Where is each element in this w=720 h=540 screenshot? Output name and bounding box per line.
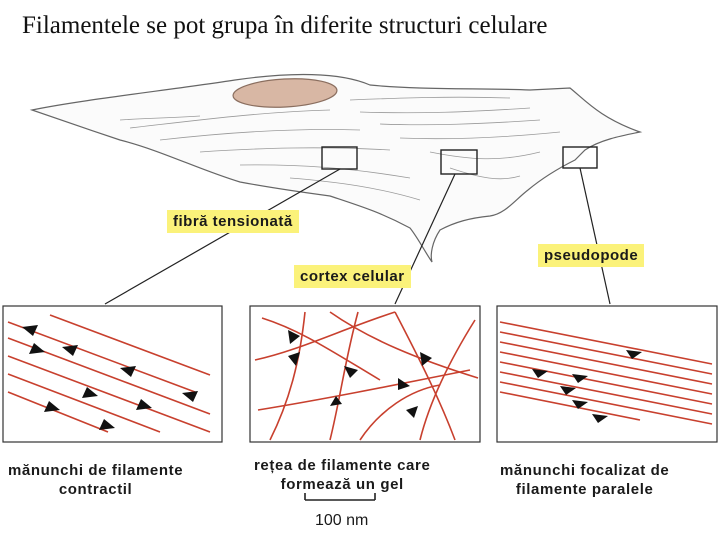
scale-bar — [304, 493, 376, 501]
parallel-filaments — [499, 321, 713, 425]
caption-contractile-line2: contractil — [58, 481, 133, 498]
caption-contractile-line1: mănunchi de filamente — [8, 462, 184, 479]
label-pseudopod: pseudopode — [538, 244, 645, 267]
slide-title: Filamentele se pot grupa în diferite str… — [22, 12, 548, 39]
caption-contractile: mănunchi de filamente contractil — [8, 461, 183, 499]
caption-parallel-line1: mănunchi focalizat de — [500, 462, 670, 479]
caption-parallel: mănunchi focalizat de filamente paralele — [500, 461, 669, 499]
caption-gel-line2: formează un gel — [280, 476, 404, 493]
label-stress-fiber: fibră tensionată — [167, 210, 299, 233]
contractile-arrows — [22, 325, 198, 430]
caption-gel: rețea de filamente care formează un gel — [254, 456, 430, 494]
caption-parallel-line2: filamente paralele — [515, 481, 654, 498]
panel-contractile-frame — [2, 305, 223, 443]
nucleus — [232, 78, 338, 108]
parallel-arrows — [532, 350, 642, 423]
scale-bar-label: 100 nm — [315, 512, 369, 529]
gel-arrows — [288, 330, 432, 418]
caption-gel-line1: rețea de filamente care — [254, 457, 431, 474]
label-cell-cortex: cortex celular — [294, 265, 411, 288]
cell-texture — [119, 96, 561, 201]
contractile-filaments — [7, 314, 211, 433]
gel-filaments — [254, 311, 479, 441]
